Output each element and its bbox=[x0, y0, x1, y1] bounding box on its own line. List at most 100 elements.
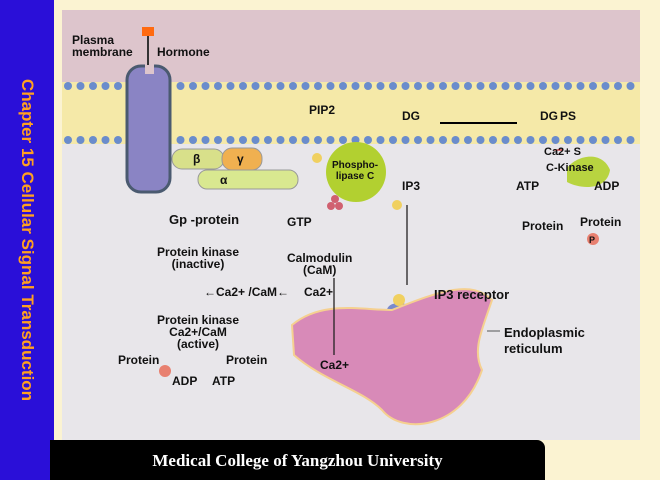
endoplasmic-reticulum-label: Endoplasmic reticulum bbox=[504, 325, 585, 356]
ps-label: PS bbox=[560, 109, 577, 123]
atp-label-left: ATP bbox=[212, 374, 236, 388]
lipid-head bbox=[564, 136, 572, 144]
lipid-head bbox=[476, 136, 485, 144]
lipid-head bbox=[214, 82, 222, 90]
lipid-head bbox=[376, 136, 385, 144]
lipid-head bbox=[514, 82, 522, 90]
lipid-head bbox=[89, 82, 97, 90]
lipid-head bbox=[314, 82, 322, 90]
endoplasmic-reticulum bbox=[290, 288, 494, 426]
phospholipid-heads bbox=[64, 82, 635, 144]
lipid-head bbox=[601, 82, 610, 90]
protein-label-right-1: Protein bbox=[522, 219, 564, 233]
lipid-head bbox=[76, 82, 85, 90]
lipid-head bbox=[114, 82, 122, 90]
phospholipase-c bbox=[326, 142, 386, 202]
protein-label-right-2: Protein bbox=[580, 215, 622, 229]
phosphate-left bbox=[159, 365, 171, 377]
lipid-head bbox=[176, 82, 185, 90]
lipid-head bbox=[201, 82, 210, 90]
lipid-head bbox=[514, 136, 522, 144]
protein-label-left-2: Protein bbox=[226, 353, 268, 367]
lipid-head bbox=[264, 136, 272, 144]
lipid-head bbox=[426, 136, 435, 144]
lipid-head bbox=[239, 136, 247, 144]
ca-er-label: Ca2+ bbox=[320, 358, 350, 372]
lipid-head bbox=[451, 136, 460, 144]
lipid-head bbox=[376, 82, 385, 90]
phosphate-label: P bbox=[589, 235, 596, 245]
lipid-head bbox=[326, 82, 335, 90]
dg-label-2: DG bbox=[540, 109, 558, 123]
lipid-head bbox=[326, 136, 335, 144]
lipid-head bbox=[576, 136, 585, 144]
phosphate-right bbox=[587, 233, 599, 245]
protein-kinase-inactive-label: Protein kinase (inactive) bbox=[157, 245, 240, 271]
lipid-head bbox=[214, 136, 222, 144]
lipid-head bbox=[76, 136, 85, 144]
lipid-head bbox=[489, 136, 497, 144]
lipid-head bbox=[501, 136, 510, 144]
g-alpha bbox=[197, 169, 299, 190]
hormone-label: Hormone bbox=[157, 45, 210, 59]
receptor bbox=[125, 64, 172, 194]
lipid-head bbox=[189, 136, 197, 144]
protein-label-left-1: Protein bbox=[118, 353, 160, 367]
lipid-head bbox=[464, 136, 472, 144]
lipid-head bbox=[239, 82, 247, 90]
lipid-head bbox=[364, 82, 372, 90]
lipid-head bbox=[364, 136, 372, 144]
lipid-head bbox=[301, 82, 310, 90]
ca-label: Ca2+ bbox=[304, 285, 334, 299]
lipid-head bbox=[451, 82, 460, 90]
lipid-head bbox=[601, 136, 610, 144]
pip2-label: PIP2 bbox=[309, 103, 336, 117]
lipid-head bbox=[201, 136, 210, 144]
lipid-head bbox=[551, 82, 560, 90]
lipid-head bbox=[389, 136, 397, 144]
lipid-head bbox=[226, 136, 235, 144]
lipid-head bbox=[101, 82, 110, 90]
lipid-head bbox=[314, 136, 322, 144]
lipid-head bbox=[301, 136, 310, 144]
lipid-head bbox=[351, 136, 360, 144]
calmodulin-label: Calmodulin (CaM) bbox=[287, 251, 353, 277]
lipid-head bbox=[439, 82, 447, 90]
lipid-head bbox=[576, 82, 585, 90]
alpha-label: α bbox=[220, 173, 228, 187]
ip3-label: IP3 bbox=[402, 179, 421, 193]
lipid-head bbox=[426, 82, 435, 90]
phospholipase-c-label: Phospho- lipase C bbox=[332, 160, 379, 182]
lipid-head bbox=[589, 136, 597, 144]
lipid-head bbox=[351, 82, 360, 90]
lipid-head bbox=[526, 136, 535, 144]
lipid-head bbox=[276, 82, 285, 90]
lipid-head bbox=[414, 82, 422, 90]
plasma-membrane-label: Plasma membrane bbox=[72, 33, 133, 59]
lipid-head bbox=[289, 82, 297, 90]
lipid-head bbox=[289, 136, 297, 144]
lipid-head bbox=[64, 136, 72, 144]
lipid-head bbox=[276, 136, 285, 144]
lipid-head bbox=[414, 136, 422, 144]
lipid-head bbox=[589, 82, 597, 90]
lipid-head bbox=[251, 136, 260, 144]
slide-title: Chapter 15 Cellular Signal Transduction bbox=[18, 78, 37, 402]
sidebar: Chapter 15 Cellular Signal Transduction bbox=[0, 0, 54, 480]
gtp-label: GTP bbox=[287, 215, 312, 229]
ip3-receptor-label: IP3 receptor bbox=[434, 287, 510, 302]
lipid-head bbox=[551, 136, 560, 144]
footer-text: Medical College of Yangzhou University bbox=[152, 451, 443, 470]
lipid-head bbox=[189, 82, 197, 90]
lipid-head bbox=[626, 136, 635, 144]
lipid-head bbox=[476, 82, 485, 90]
lipid-head bbox=[489, 82, 497, 90]
adp-label-right: ADP bbox=[594, 179, 620, 193]
lipid-head bbox=[114, 136, 122, 144]
lipid-head bbox=[464, 82, 472, 90]
lipid-head bbox=[251, 82, 260, 90]
lipid-head bbox=[176, 136, 185, 144]
lipid-head bbox=[389, 82, 397, 90]
protein-kinase-active-label: Protein kinase Ca2+/CaM (active) bbox=[157, 313, 240, 351]
lipid-head bbox=[64, 82, 72, 90]
